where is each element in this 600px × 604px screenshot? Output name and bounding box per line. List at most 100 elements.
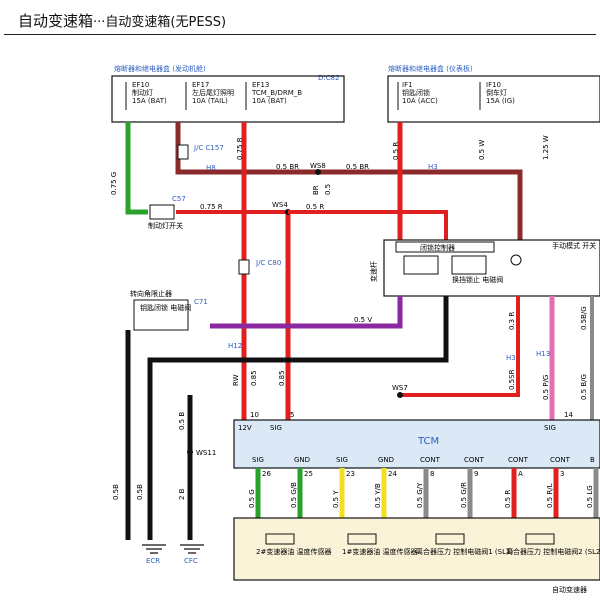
wire-label-085a: 0.85 [250, 370, 258, 386]
tcm-pin-label-8: B [590, 456, 595, 464]
wire-label-085b: 0.85 [278, 370, 286, 386]
fuse-box-right-title: 熔断器和继电器盒 (仪表板) [388, 64, 473, 73]
ground-cfc: CFC [184, 557, 198, 565]
shift-lock-ctrl-box [395, 241, 495, 253]
page-title: 自动变速箱···自动变速箱(无PESS) [18, 12, 227, 30]
wire-label-rw: RW [232, 374, 240, 386]
fuse-ef17-id: EF17 [192, 81, 209, 89]
fuse-ef10-desc: 制动灯 [132, 88, 153, 97]
tcm-label: TCM [417, 436, 439, 447]
tcm-pin-num-6: A [518, 470, 523, 478]
wire-purple [210, 296, 403, 329]
tcm-pin-label-7: CONT [550, 456, 571, 464]
jc157-connector [177, 144, 189, 160]
ws8-label: WS8 [310, 162, 326, 170]
fuse-if1-desc: 钥匙闭锁 [402, 88, 430, 97]
tcm-pin-label-5: CONT [464, 456, 485, 464]
tcm-pin-num-7: 3 [560, 470, 564, 478]
wire-label-r075: 0.75 R [200, 203, 223, 211]
tcm-module [233, 419, 600, 469]
wire-label-b05a: 0.5B [112, 484, 120, 500]
fuse-box-left [111, 75, 345, 123]
solenoid-sl2-label: 离合器压力 控制电磁阀2 (SL2) [506, 547, 600, 556]
tcm-pin-num-1: 25 [304, 470, 313, 478]
sensor-1-symbol [347, 533, 377, 545]
c57-label: C57 [172, 195, 186, 203]
tcm-wire-label-2: 0.5 Y [332, 490, 340, 508]
wire-label-pg05: 0.5 P/G [542, 375, 550, 400]
solenoid-sl2-symbol [525, 533, 555, 545]
sensor-2-label: 2#变速器油 温度传感器 [256, 547, 332, 556]
tcm-pin-label-3: GND [378, 456, 394, 464]
tcm-pin-10: 10 [250, 411, 259, 419]
wire-label-bg05b: 0.5B/G [580, 306, 588, 330]
h8-label: H8 [206, 164, 216, 172]
tcm-wire-label-3: 0.5 Y/B [374, 483, 382, 508]
shift-lock-sol-box [451, 255, 487, 275]
wire-label-b05b: 0.5B [136, 484, 144, 500]
wire-label-r075-top: 0.75 R [236, 137, 244, 160]
wire-brown [175, 122, 523, 240]
fuse-if1-rating: 10A (ACC) [402, 97, 438, 105]
tcm-sig2-label: SIG [544, 424, 556, 432]
transmission-label: 自动变速器 [552, 585, 587, 594]
ws11-label: WS11 [196, 449, 216, 457]
wire-black-ground [125, 296, 449, 540]
splice-ws11 [187, 449, 193, 455]
fuse-if10-desc: 倒车灯 [486, 88, 507, 97]
tcm-12v-label: 12V [238, 424, 252, 432]
tcm-pin-label-1: GND [294, 456, 310, 464]
tcm-pin-14: 14 [564, 411, 573, 419]
fuse-ef13-rating: 10A (BAT) [252, 97, 287, 105]
ws4-label: WS4 [272, 201, 288, 209]
tcm-pin-5: 5 [290, 411, 294, 419]
tcm-wire-label-5: 0.5 G/R [460, 482, 468, 508]
tcm-wire-label-0: 0.5 G [248, 489, 256, 508]
splice-ws8 [315, 169, 321, 175]
ws7-label: WS7 [392, 384, 408, 392]
tcm-pin-num-3: 24 [388, 470, 397, 478]
fuse-if10-rating: 15A (IG) [486, 97, 515, 105]
tcm-pin-num-4: 8 [430, 470, 434, 478]
fuse-box-left-ref: D:C82 [318, 74, 340, 82]
tcm-pin-num-0: 26 [262, 470, 271, 478]
tcm-wire-label-7: 0.5 R/L [546, 483, 554, 508]
tcm-pin-label-0: SIG [252, 456, 264, 464]
jc80-label: J/C C80 [255, 259, 281, 267]
fuse-ef17-rating: 10A (TAIL) [192, 97, 228, 105]
tcm-wire-label-6: 0.5 R [504, 490, 512, 508]
transmission-module [233, 517, 600, 581]
wire-label-b2: 2 B [178, 488, 186, 500]
tcm-sig-label: SIG [270, 424, 282, 432]
fuse-ef10-rating: 15A (BAT) [132, 97, 167, 105]
fuse-ef10-id: EF10 [132, 81, 149, 89]
ground-cfc-symbol [180, 544, 204, 554]
jc157-label: J/C C157 [193, 144, 224, 152]
jc80-connector [238, 259, 250, 275]
page-header: 自动变速箱···自动变速箱(无PESS) [4, 4, 596, 35]
steering-lock [133, 299, 189, 331]
h3-label-top: H3 [428, 163, 438, 171]
fuse-right-symbols [397, 82, 481, 110]
ground-ecr-symbol [142, 544, 166, 554]
wire-label-br05b: 0.5 BR [346, 163, 369, 171]
shifter-lamp-icon [510, 254, 522, 266]
c71-label: C71 [194, 298, 208, 306]
wire-label-r05-top: 0.5 R [392, 142, 400, 160]
tcm-wire-label-4: 0.5 G/Y [416, 482, 424, 508]
relay-symbol [403, 255, 439, 275]
ground-ecr: ECR [146, 557, 160, 565]
h13-label: H13 [536, 350, 550, 358]
fuse-ef13-id: EF13 [252, 81, 269, 89]
fuse-if1-id: IF1 [402, 81, 413, 89]
wire-red-ws7 [400, 296, 520, 397]
steering-lock-label: 转向角限止器 [130, 289, 172, 298]
wire-label-bg05: 0.5 B/G [580, 374, 588, 400]
wire-label-r03: 0.3 R [508, 312, 516, 330]
wire-label-v05: 0.5 V [354, 316, 372, 324]
wire-label-w125: 1.25 W [542, 135, 550, 160]
brake-switch [149, 204, 175, 220]
brake-switch-label: 制动灯开关 [148, 221, 183, 230]
sensor-2-symbol [265, 533, 295, 545]
